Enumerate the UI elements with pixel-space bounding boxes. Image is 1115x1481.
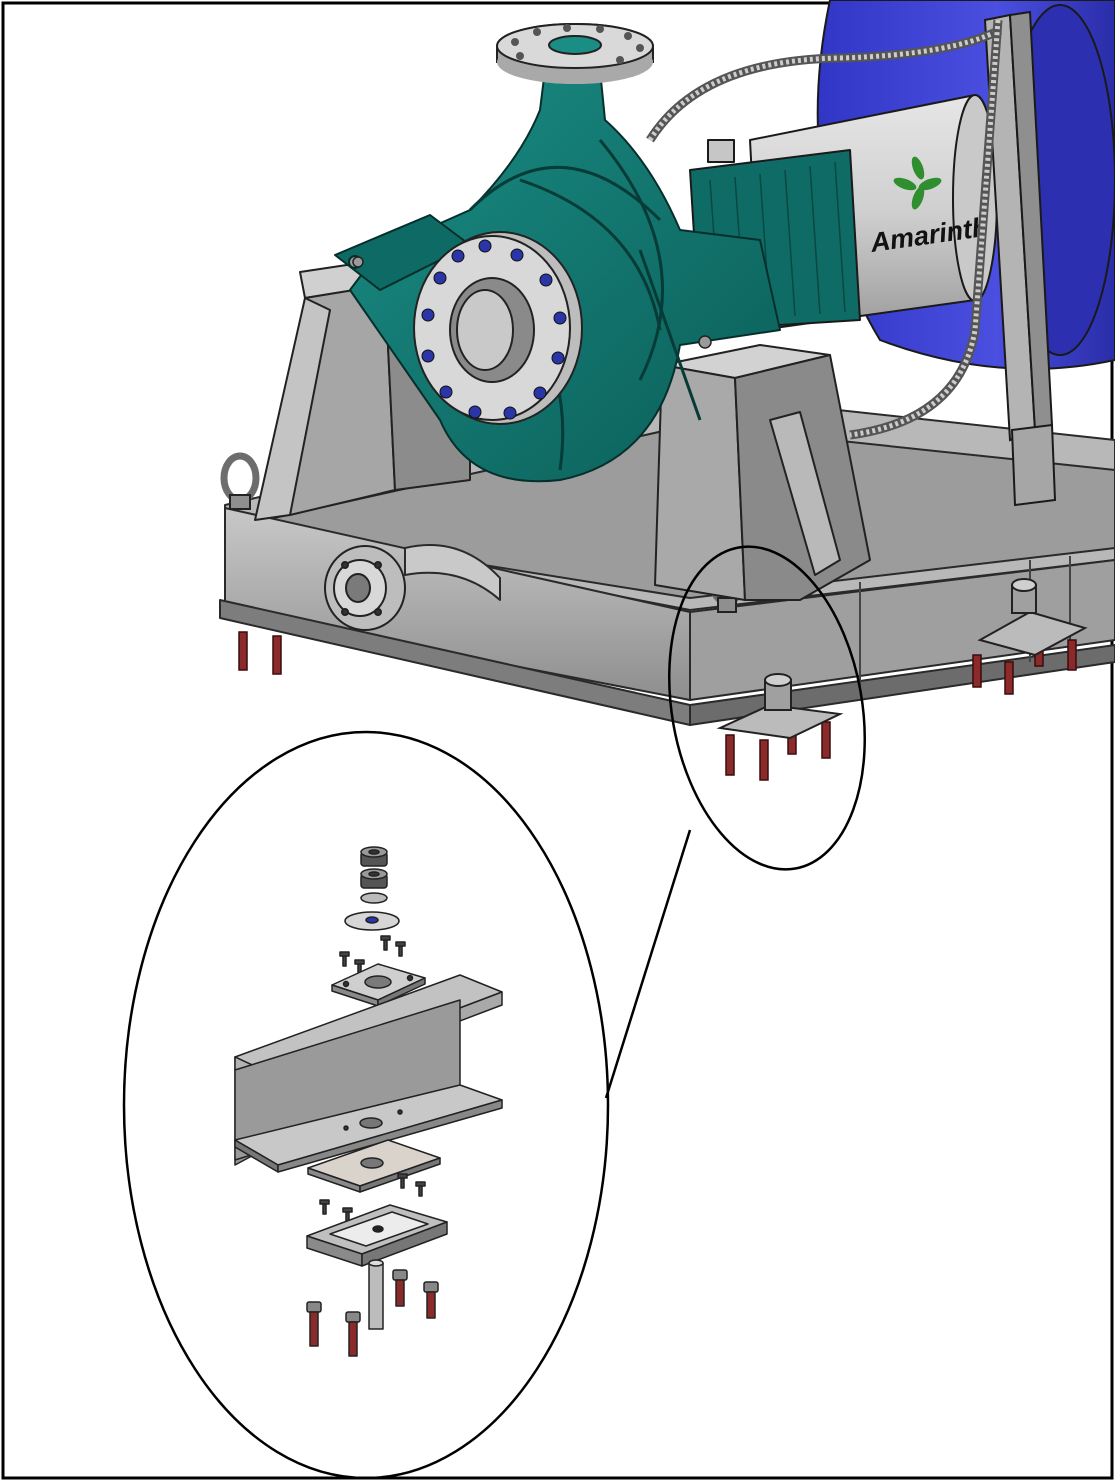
top-clamp-plate [331,963,426,1007]
sole-plate [306,1204,448,1267]
flange-bolts [421,239,567,420]
hex-nut-second [360,868,388,889]
pedestal-right [654,344,871,601]
brand-leaf-icon [893,156,942,210]
discharge-flange [496,23,654,84]
exploded-anchor-bolts [306,1269,439,1357]
mounting-foot-center [716,673,844,740]
detail-leader-line [604,829,692,1099]
small-screws-bottom [319,1173,426,1223]
detail-callout-large [122,730,610,1480]
casing-feet-bolts [352,256,712,349]
hex-nut-top [360,846,388,867]
channel-section [234,974,503,1173]
anchor-bolts [238,631,1077,781]
exploded-foot-assembly [234,846,503,1357]
mounting-foot-right [977,578,1088,657]
lifting-eye-left [220,452,260,510]
suction-flange [413,231,583,425]
flat-washer [344,911,400,931]
dowel-pin [368,1259,384,1330]
baseplate-port [324,545,406,631]
spring-washer [360,892,388,904]
detail-callout-small [668,545,866,871]
small-screws-top [339,935,406,975]
flexible-cable [646,25,1003,143]
motor-support-column [983,10,1057,507]
